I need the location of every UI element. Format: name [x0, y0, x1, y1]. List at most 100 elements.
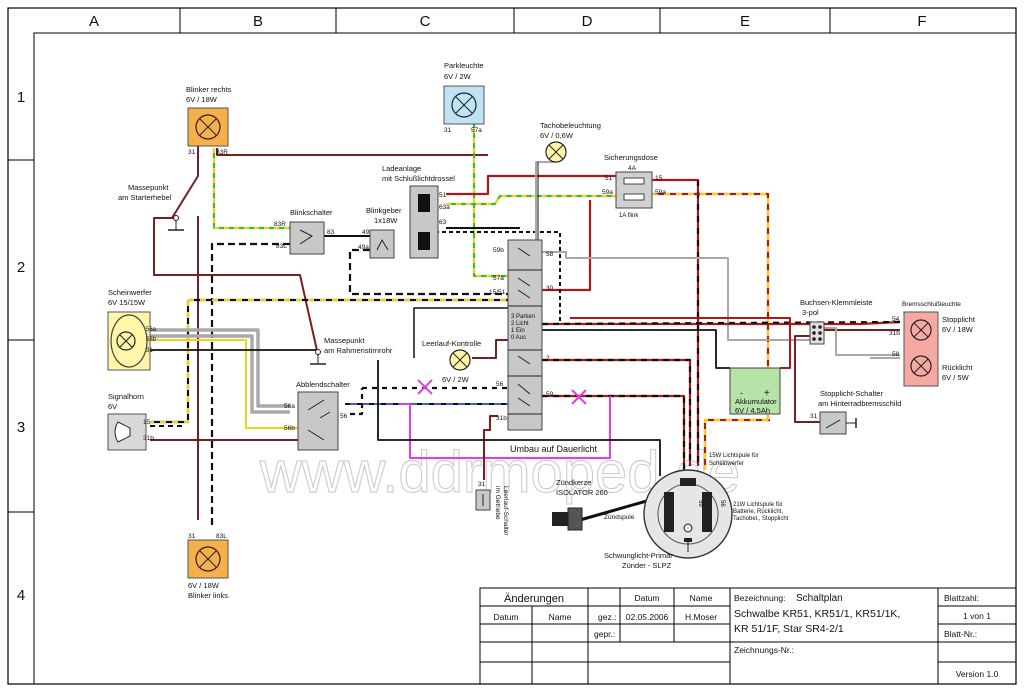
zuendschloss-pin-59b: 59b: [493, 247, 504, 254]
abblendschalter: Abblendschalter 56a 56b 56: [284, 380, 350, 451]
scheinwerfer-pin-31: 31: [146, 348, 153, 354]
zuendschloss-pin-31b: 31b: [496, 415, 507, 422]
blinkgeber: Blinkgeber 1x18W 49 49a: [358, 206, 402, 259]
blinkgeber-label: Blinkgeber: [366, 206, 402, 215]
blattzahl-label: Blattzahl:: [944, 593, 979, 603]
column-label-f: F: [917, 13, 926, 30]
zuendschloss-pin-2: 2: [546, 355, 550, 362]
leerlauf-kontrolle-label: Leerlauf-Kontrolle: [422, 339, 481, 348]
bezeichnung-label: Bezeichnung:: [734, 593, 786, 603]
datum-header: Datum: [634, 593, 659, 603]
lichtspule-21w-line3: Tachobel., Stopplicht: [733, 516, 789, 522]
column-dividers: [8, 8, 831, 513]
stopplicht-label: Stopplicht: [942, 315, 976, 324]
aenderungen-name-header: Name: [549, 612, 572, 622]
stopplicht-schalter-line2: am Hinterradbremsschild: [818, 399, 901, 408]
zuendkerze-line2: ISOLATOR 260: [556, 488, 608, 497]
lichtspule-15w-line1: 15W Lichtspule für: [709, 453, 759, 459]
massepunkt-rahmen-line1: Massepunkt: [324, 336, 365, 345]
abblendschalter-pin-56b: 56b: [284, 425, 295, 432]
blinker-links-pin-31: 31: [188, 533, 196, 540]
buchsen-klemmleiste: Buchsen-Klemmleiste 3-pol: [800, 298, 873, 345]
parkleuchte: Parkleuchte 6V / 2W 31 57a: [443, 61, 485, 134]
scheinwerfer-pin-56b: 56b: [146, 337, 157, 343]
buchsen-klemmleiste-line2: 3-pol: [802, 308, 819, 317]
sicherungsdose-pin-15: 15: [655, 175, 663, 182]
leerlauf-schalter-line1: Leerlauf-Schalter: [502, 486, 509, 536]
sicherungsdose-pin-59a-left: 59a: [602, 189, 613, 196]
gepr-label: gepr.:: [594, 629, 615, 639]
row-label-3: 3: [17, 419, 25, 436]
blinkgeber-pin-49a: 49a: [358, 244, 369, 251]
stopplicht-schalter: Stopplicht-Schalter am Hinterradbremssch…: [810, 389, 901, 435]
blatt-value: 1 von 1: [963, 611, 991, 621]
ladeanlage-pin-63a: 63a: [439, 204, 450, 211]
bremsschlussleuchte-pin-31b: 31b: [889, 330, 900, 337]
leerlauf-schalter-pin-31: 31: [478, 481, 486, 488]
ladeanlage-line2: mit Schlußlichtdrossel: [382, 174, 455, 183]
row-label-1: 1: [17, 89, 25, 106]
title-line1: Schwalbe KR51, KR51/1, KR51/1K,: [734, 608, 900, 620]
blinker-rechts: Blinker rechts 6V / 18W 31 83R: [186, 85, 232, 156]
blinkschalter-label: Blinkschalter: [290, 208, 333, 217]
lichtspule-15w-line2: Scheinwerfer: [709, 461, 744, 467]
parkleuchte-rating: 6V / 2W: [444, 72, 472, 81]
blinkschalter-pin-83: 83: [327, 229, 335, 236]
blinker-rechts-pin-31: 31: [188, 149, 196, 156]
lichtspule-21w-line1: 21W Lichtspule für: [733, 502, 783, 508]
zuendschloss-legend-3: 3 Parken: [511, 314, 535, 320]
zeichnungs-nr-label: Zeichnungs-Nr.:: [734, 645, 794, 655]
abblendschalter-label: Abblendschalter: [296, 380, 350, 389]
wires: [150, 118, 901, 528]
massepunkt-starterhebel-line2: am Starterhebel: [118, 193, 172, 202]
signalhorn-rating: 6V: [108, 402, 117, 411]
zuendspule-label: Zündspule: [604, 514, 635, 521]
name-value: H.Moser: [685, 612, 717, 622]
zuendschloss-pin-58: 58: [546, 251, 554, 258]
blinker-rechts-label: Blinker rechts: [186, 85, 232, 94]
blinker-rechts-rating: 6V / 18W: [186, 95, 218, 104]
scheinwerfer-label: Scheinwerfer: [108, 288, 152, 297]
akkumulator-label: Akkumulator: [735, 397, 777, 406]
akkumulator: - + Akkumulator 6V / 4,5Ah: [729, 367, 781, 415]
zuendschloss-legend-2: 2 Licht: [511, 321, 529, 327]
zuendschloss-pin-59: 59: [546, 391, 554, 398]
blinkgeber-pin-49: 49: [362, 229, 370, 236]
column-label-e: E: [740, 13, 750, 30]
blinker-links-pin-83l: 83L: [216, 533, 227, 540]
sicherungsdose-note: 1A flink: [619, 213, 639, 219]
bezeichnung-value: Schaltplan: [796, 593, 843, 604]
bremsschlussleuchte: Bremsschlußleuchte 54 31b 58 Stopplicht …: [889, 301, 976, 387]
stopplicht-schalter-line1: Stopplicht-Schalter: [820, 389, 883, 398]
zuendschloss-pin-30: 30: [546, 285, 554, 292]
parkleuchte-pin-31: 31: [444, 127, 452, 134]
massepunkt-starterhebel: Massepunkt am Starterhebel: [118, 183, 184, 231]
schwunglicht-line2: Zünder - SLPZ: [622, 561, 672, 570]
signalhorn-label: Signalhorn: [108, 392, 144, 401]
leerlauf-kontrolle-rating: 6V / 2W: [442, 375, 470, 384]
date-value: 02.05.2006: [626, 612, 669, 622]
column-label-d: D: [582, 13, 593, 30]
zuendschloss-pin-56: 56: [496, 381, 504, 388]
ruecklicht-rating: 6V / 5W: [942, 373, 970, 382]
leerlauf-schalter: 31 Leerlauf-Schalter im Getriebe: [475, 481, 509, 536]
title-line2: KR 51/1F, Star SR4-2/1: [734, 623, 844, 635]
schwunglicht-pin-56: 56: [719, 500, 725, 507]
blinker-links-label: Blinker links: [188, 591, 228, 600]
signalhorn: Signalhorn 6V 15 31b: [107, 392, 154, 451]
akkumulator-rating: 6V / 4,5Ah: [735, 406, 770, 415]
blinker-rechts-pin-83r: 83R: [216, 149, 228, 156]
name-header: Name: [690, 593, 713, 603]
leerlauf-schalter-line2: im Getriebe: [494, 486, 501, 520]
sicherungsdose-pin-59a-right: 59a: [655, 189, 666, 196]
scheinwerfer-pin-56a: 56a: [146, 327, 157, 333]
buchsen-klemmleiste-line1: Buchsen-Klemmleiste: [800, 298, 873, 307]
sicherungsdose-rating: 4A: [628, 165, 637, 172]
scheinwerfer: Scheinwerfer 6V 15/15W 56a 56b 31: [107, 288, 157, 371]
bremsschlussleuchte-label: Bremsschlußleuchte: [902, 301, 961, 308]
blinker-links-rating: 6V / 18W: [188, 581, 220, 590]
blinkschalter-pin-83r: 83R: [274, 221, 286, 228]
leerlauf-kontrolle: Leerlauf-Kontrolle 6V / 2W: [422, 339, 481, 384]
zuendkerze-line1: Zündkerze: [556, 478, 591, 487]
